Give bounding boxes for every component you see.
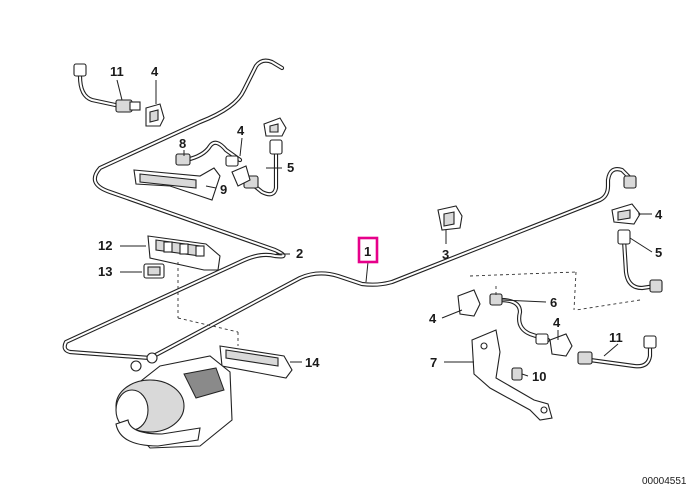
- bracket-12: [147, 235, 221, 271]
- label-4-right-top: 4: [655, 207, 663, 222]
- abs-hydraulic-unit: [115, 352, 233, 449]
- pipe-6: [489, 293, 551, 345]
- reference-dash-lines: [177, 262, 641, 346]
- pipe-8: [175, 140, 243, 167]
- label-13: 13: [98, 264, 112, 279]
- bracket-4-center: [231, 165, 251, 187]
- brake-pipe-1: [147, 167, 633, 361]
- label-4-top-left: 4: [151, 64, 159, 79]
- label-12: 12: [98, 238, 112, 253]
- drawing-number: 00004551: [642, 476, 687, 487]
- label-3: 3: [442, 247, 449, 262]
- label-9: 9: [220, 182, 227, 197]
- brake-hose-5-top: [243, 139, 283, 197]
- part-labels: 11 4 8 4 5 9 12 13 2 1 3 4 5 6 4 4 7 10 …: [98, 64, 663, 384]
- bracket-4-right-center: [549, 333, 573, 357]
- label-11-left: 11: [110, 64, 124, 79]
- label-2: 2: [296, 246, 303, 261]
- highlight-box: [357, 236, 379, 264]
- label-5-top: 5: [287, 160, 294, 175]
- label-4-right-center: 4: [553, 315, 561, 330]
- brake-hose-5-right: [617, 229, 663, 293]
- label-1: 1: [364, 244, 371, 259]
- label-14: 14: [305, 355, 320, 370]
- bracket-7: [471, 329, 553, 421]
- bracket-4-right-top: [611, 203, 641, 225]
- bracket-4-top-left: [145, 103, 165, 127]
- bracket-4-right-lower: [457, 289, 481, 317]
- label-4-top-center: 4: [237, 123, 245, 138]
- clip-13: [143, 263, 165, 279]
- label-5-right: 5: [655, 245, 662, 260]
- brake-hose-11-left: [73, 63, 141, 113]
- bracket-9: [133, 167, 221, 201]
- bracket-4-top-center: [263, 117, 287, 137]
- bolt-10: [511, 367, 523, 381]
- label-7: 7: [430, 355, 437, 370]
- bracket-14: [219, 345, 293, 379]
- fitting-right-top: [623, 175, 637, 189]
- label-4-right-lower: 4: [429, 311, 437, 326]
- leader-lines: [116, 79, 653, 377]
- label-11-right: 11: [609, 330, 623, 345]
- label-10: 10: [532, 369, 546, 384]
- brake-hose-11-right: [577, 335, 657, 369]
- label-6: 6: [550, 295, 557, 310]
- brake-pipe-2: [62, 58, 286, 361]
- label-8: 8: [179, 136, 186, 151]
- clip-3: [437, 205, 463, 231]
